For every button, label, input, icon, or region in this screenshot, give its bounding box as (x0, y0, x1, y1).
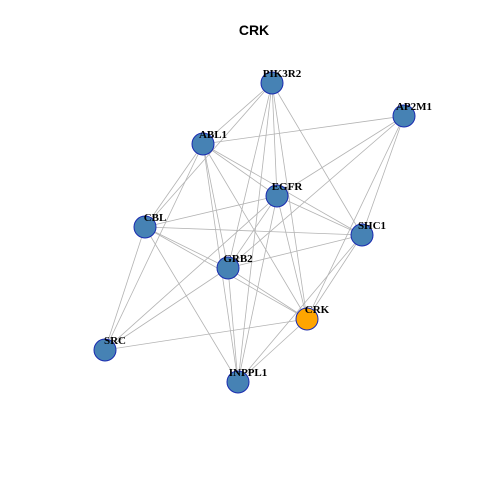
node-circle (392, 104, 416, 128)
edge-cbl-inppl1 (144, 226, 239, 383)
edge-egfr-inppl1 (237, 195, 278, 383)
edge-ap2m1-shc1 (361, 115, 405, 236)
edge-egfr-grb2 (227, 195, 278, 269)
edge-shc1-inppl1 (237, 234, 363, 383)
node-egfr: EGFR (265, 181, 304, 208)
edge-pik3r2-shc1 (271, 82, 363, 236)
edge-ap2m1-grb2 (227, 115, 405, 269)
node-abl1: ABL1 (191, 129, 227, 156)
node-label: GRB2 (223, 253, 253, 265)
edge-egfr-src (104, 195, 278, 351)
edge-pik3r2-abl1 (202, 82, 273, 145)
edge-cbl-src (104, 226, 146, 351)
edge-pik3r2-egfr (271, 82, 278, 197)
edge-grb2-inppl1 (227, 267, 239, 383)
edge-pik3r2-cbl (144, 82, 273, 228)
node-circle (350, 223, 374, 247)
node-grb2: GRB2 (216, 253, 253, 280)
edge-shc1-crk (306, 234, 363, 320)
edge-crk-inppl1 (237, 318, 308, 383)
edge-pik3r2-crk (271, 82, 308, 320)
node-src: SRC (93, 335, 126, 362)
node-circle (226, 370, 250, 394)
edge-grb2-crk (227, 267, 308, 320)
edge-grb2-src (104, 267, 229, 351)
node-label: CBL (144, 212, 167, 224)
node-circle (260, 71, 284, 95)
node-circle (133, 215, 157, 239)
edge-abl1-src (104, 143, 204, 351)
node-label: INPPL1 (229, 367, 268, 379)
edge-abl1-cbl (144, 143, 204, 228)
edge-egfr-shc1 (276, 195, 363, 236)
diagram-title: CRK (239, 22, 269, 38)
edge-egfr-cbl (144, 195, 278, 228)
node-circle (93, 338, 117, 362)
node-circle (216, 256, 240, 280)
edge-ap2m1-crk (306, 115, 405, 320)
node-label: ABL1 (199, 129, 227, 141)
node-label: AP2M1 (396, 101, 432, 113)
node-circle (295, 307, 319, 331)
node-cbl: CBL (133, 212, 167, 239)
edge-abl1-grb2 (202, 143, 229, 269)
node-inppl1: INPPL1 (226, 367, 268, 394)
node-label: SRC (104, 335, 126, 347)
edge-shc1-grb2 (227, 234, 363, 269)
edge-ap2m1-egfr (276, 115, 405, 197)
edge-ap2m1-abl1 (202, 115, 405, 145)
node-label: PIK3R2 (263, 68, 302, 80)
node-pik3r2: PIK3R2 (260, 68, 302, 95)
node-crk: CRK (295, 304, 330, 331)
edge-abl1-crk (202, 143, 308, 320)
node-circle (191, 132, 215, 156)
node-circle (265, 184, 289, 208)
edge-crk-src (104, 318, 308, 351)
edge-pik3r2-grb2 (227, 82, 273, 269)
node-ap2m1: AP2M1 (392, 101, 432, 128)
edge-cbl-shc1 (144, 226, 363, 236)
edge-egfr-crk (276, 195, 308, 320)
edge-cbl-grb2 (144, 226, 229, 269)
edge-abl1-egfr (202, 143, 278, 197)
edge-pik3r2-inppl1 (237, 82, 273, 383)
edges-layer (104, 82, 405, 383)
node-label: CRK (305, 304, 330, 316)
node-shc1: SHC1 (350, 220, 386, 247)
node-label: EGFR (272, 181, 304, 193)
node-label: SHC1 (358, 220, 386, 232)
